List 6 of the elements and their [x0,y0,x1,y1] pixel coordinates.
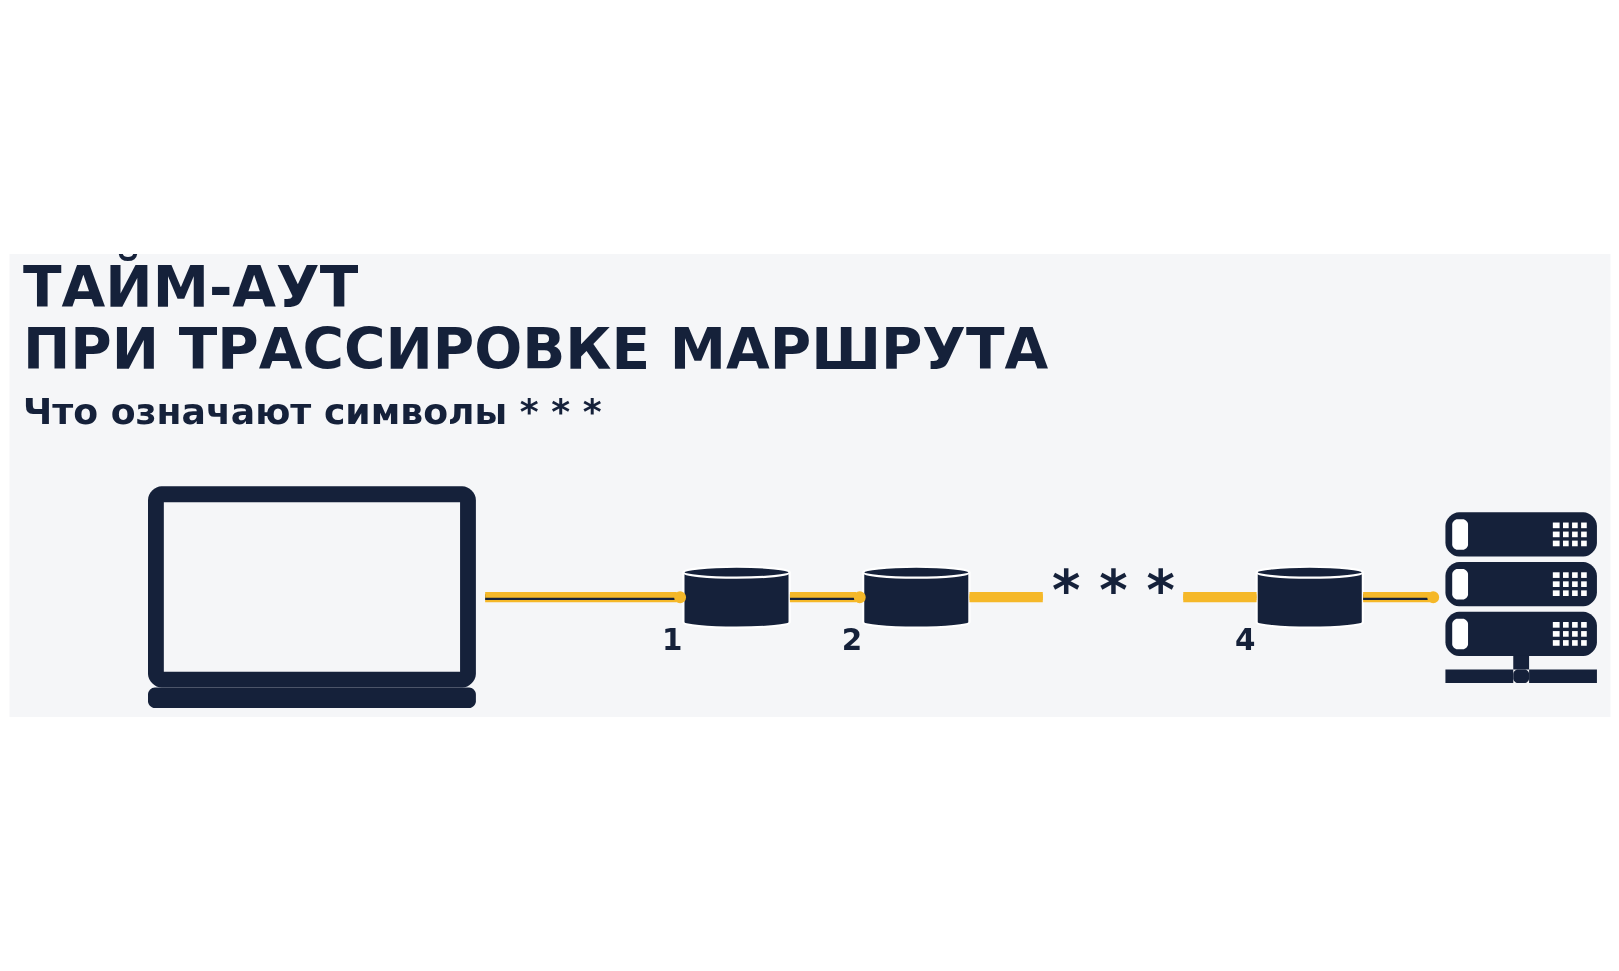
label: Что означают символы * * * [22,390,602,434]
node-label: 1 [661,623,682,658]
diagram-title: ТАЙМ-АУТ ПРИ ТРАССИРОВКЕ МАРШРУТА [22,255,1048,383]
node-label: 2 [841,623,862,658]
node-text: * * * [1051,559,1175,623]
node-label: 4 [1234,623,1256,658]
